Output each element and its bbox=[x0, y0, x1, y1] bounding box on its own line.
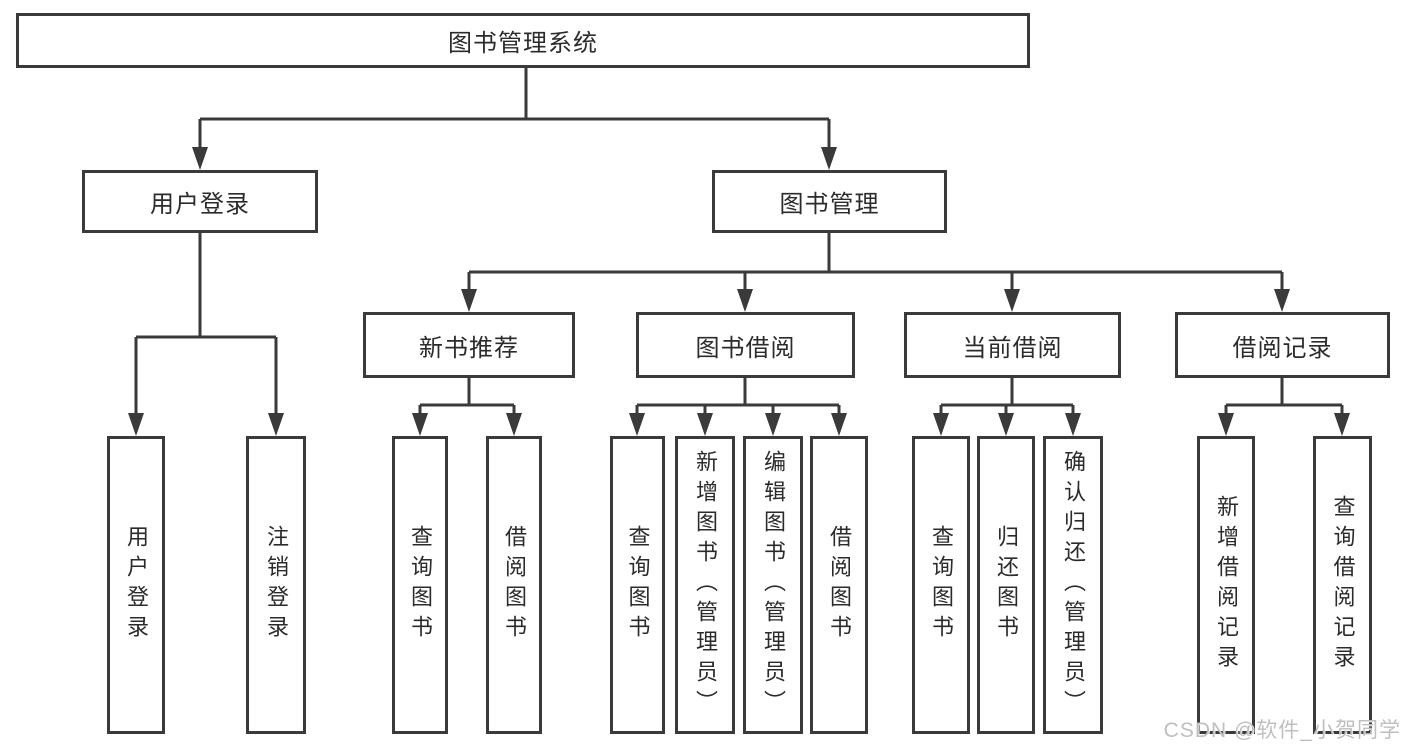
leaf-newrec-query-books: 查询图书 bbox=[392, 436, 448, 734]
leaf-newrec-borrow-books: 借阅图书 bbox=[486, 436, 542, 734]
node-library-management-system: 图书管理系统 bbox=[16, 13, 1030, 68]
leaf-logout-login: 注销登录 bbox=[246, 436, 306, 734]
node-book-management: 图书管理 bbox=[712, 170, 947, 233]
leaf-newrec-query-books-label: 查询图书 bbox=[408, 525, 433, 645]
leaf-current-confirm-return-admin-label: 确认归还（管理员） bbox=[1061, 450, 1086, 720]
leaf-current-query-books-label: 查询图书 bbox=[929, 525, 954, 645]
leaf-user-login-label: 用户登录 bbox=[124, 525, 149, 645]
leaf-borrow-borrow-books-label: 借阅图书 bbox=[827, 525, 852, 645]
leaf-current-query-books: 查询图书 bbox=[912, 436, 970, 734]
leaf-current-return-books-label: 归还图书 bbox=[994, 525, 1019, 645]
node-user-login: 用户登录 bbox=[82, 170, 318, 233]
node-borrow-records: 借阅记录 bbox=[1175, 312, 1390, 378]
leaf-borrow-borrow-books: 借阅图书 bbox=[810, 436, 868, 734]
node-current-borrow: 当前借阅 bbox=[904, 312, 1121, 378]
leaf-borrow-add-books-admin-label: 新增图书（管理员） bbox=[693, 450, 718, 720]
leaf-user-login: 用户登录 bbox=[107, 436, 165, 734]
leaf-borrow-query-books-label: 查询图书 bbox=[625, 525, 651, 645]
leaf-current-confirm-return-admin: 确认归还（管理员） bbox=[1043, 436, 1103, 734]
leaf-records-query-record: 查询借阅记录 bbox=[1313, 436, 1372, 734]
leaf-borrow-edit-books-admin: 编辑图书（管理员） bbox=[743, 436, 803, 734]
leaf-records-add-record-label: 新增借阅记录 bbox=[1214, 495, 1239, 675]
leaf-borrow-add-books-admin: 新增图书（管理员） bbox=[675, 436, 735, 734]
leaf-borrow-query-books: 查询图书 bbox=[610, 436, 665, 734]
leaf-current-return-books: 归还图书 bbox=[977, 436, 1035, 734]
watermark: CSDN @软件_小贺同学 bbox=[1163, 719, 1401, 742]
node-book-borrow: 图书借阅 bbox=[636, 312, 855, 378]
node-new-book-recommend: 新书推荐 bbox=[363, 312, 575, 378]
leaf-newrec-borrow-books-label: 借阅图书 bbox=[502, 525, 527, 645]
leaf-logout-login-label: 注销登录 bbox=[264, 525, 289, 645]
leaf-borrow-edit-books-admin-label: 编辑图书（管理员） bbox=[761, 450, 786, 720]
leaf-records-query-record-label: 查询借阅记录 bbox=[1330, 495, 1356, 675]
leaf-records-add-record: 新增借阅记录 bbox=[1197, 436, 1255, 734]
